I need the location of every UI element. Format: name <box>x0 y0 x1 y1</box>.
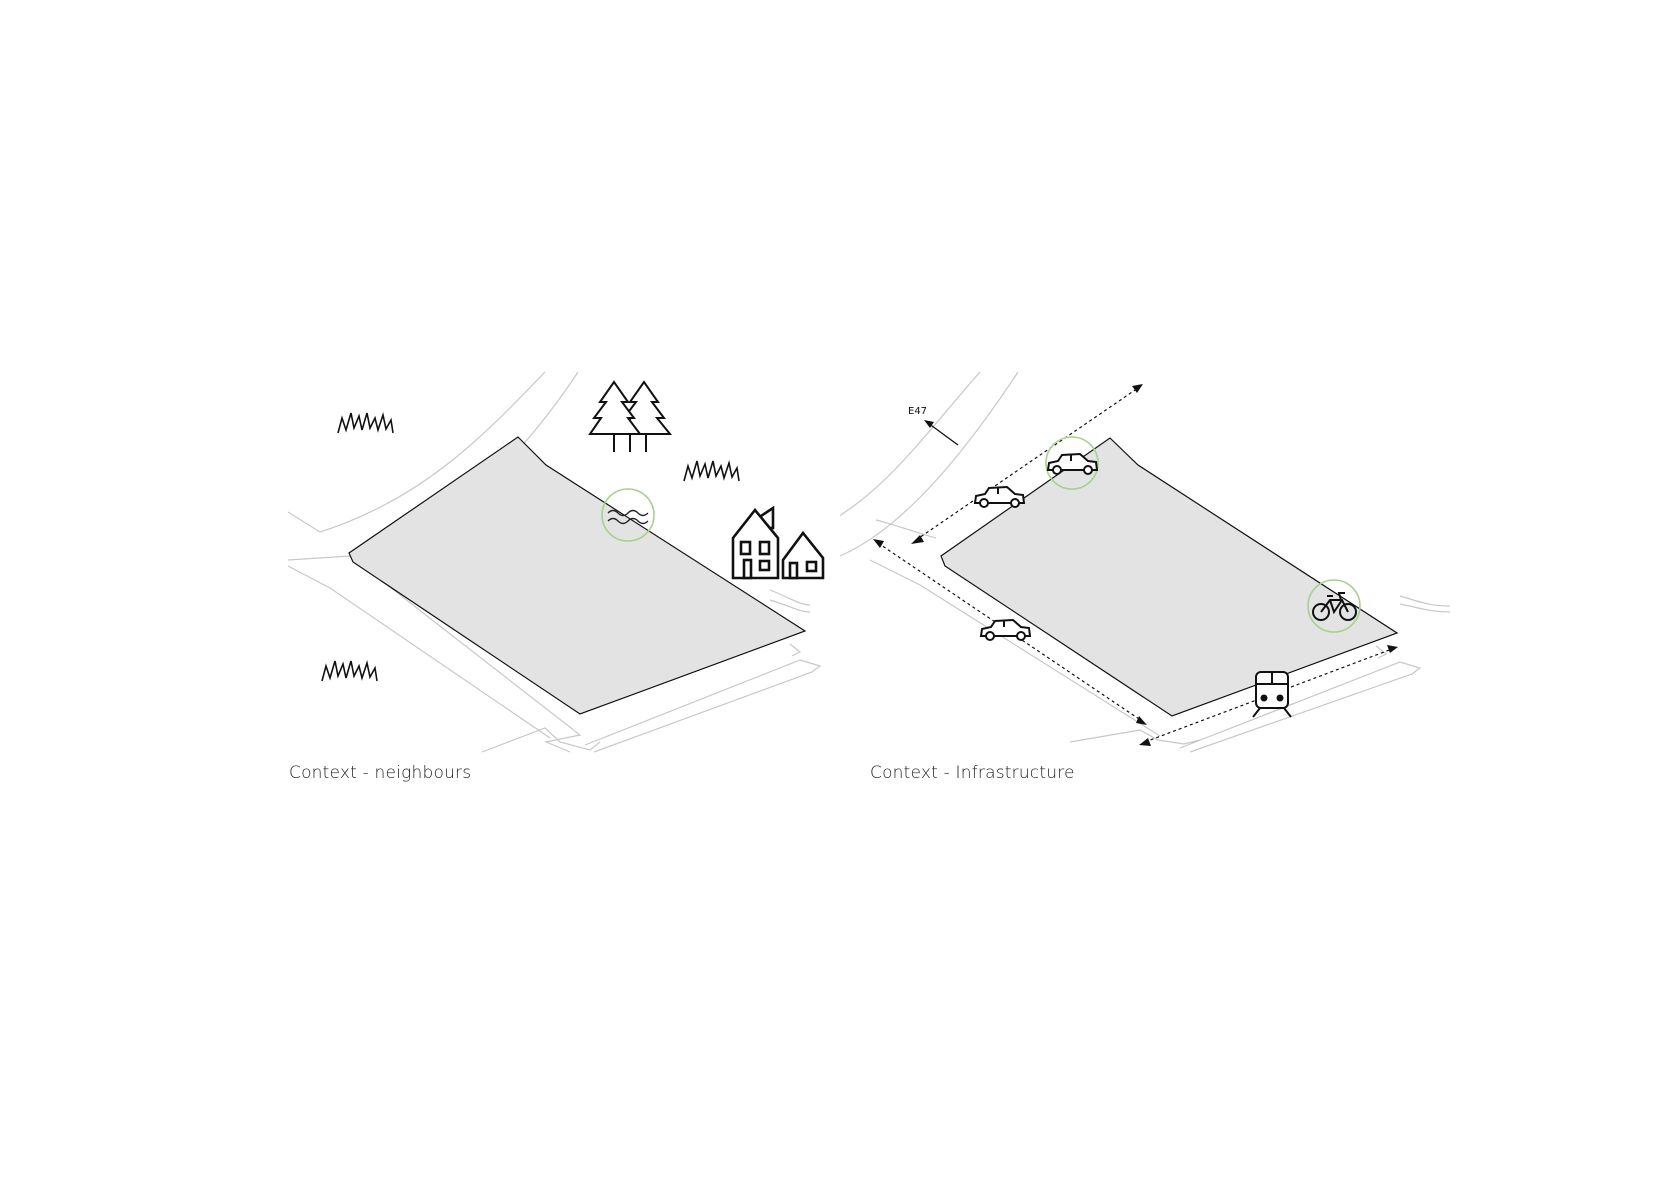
car-icon <box>1046 452 1099 475</box>
houses-icon <box>731 505 825 580</box>
infrastructure-map: E47 <box>840 371 1451 753</box>
site-area <box>348 436 807 715</box>
grass-icon <box>683 459 740 482</box>
grass-icon <box>321 659 378 682</box>
bicycle-highlight-circle <box>1307 579 1361 633</box>
road-label-e47: E47 <box>908 406 927 417</box>
caption-neighbours: Context - neighbours <box>289 763 472 783</box>
car-icon <box>973 485 1026 508</box>
caption-infrastructure: Context - Infrastructure <box>870 763 1075 783</box>
infrastructure-diagram: E47 <box>840 0 1680 1188</box>
car-highlight-circle <box>1045 436 1099 490</box>
neighbours-map <box>287 371 825 753</box>
train-icon <box>1252 671 1292 718</box>
grass-icon <box>337 411 394 434</box>
arrowheads <box>873 384 1398 746</box>
water-icon <box>601 488 655 542</box>
road-outlines <box>287 371 822 753</box>
road-outlines <box>840 371 1451 753</box>
traffic-arrows <box>877 387 1393 743</box>
bicycle-icon <box>1312 592 1357 621</box>
car-icon <box>979 618 1032 641</box>
site-area <box>940 437 1399 717</box>
neighbours-diagram: Context - neighbours <box>287 371 825 783</box>
pine-trees-icon <box>588 380 673 452</box>
e47-direction-arrow <box>924 420 959 446</box>
